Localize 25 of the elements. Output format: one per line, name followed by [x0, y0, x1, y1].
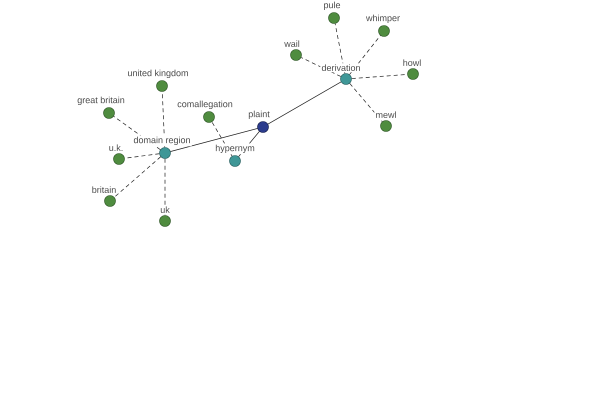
- node-label: wail: [284, 40, 300, 47]
- node-label: u.k.: [109, 144, 122, 151]
- node-label: howl: [403, 59, 421, 66]
- node-label: united kingdom: [128, 70, 188, 78]
- connector: [113, 116, 161, 150]
- connector: [349, 83, 383, 122]
- node-label: domain region: [134, 136, 190, 146]
- connector: [334, 23, 346, 74]
- node-label: plaint: [248, 110, 270, 120]
- node-label: uk: [160, 206, 170, 213]
- connector: [212, 122, 232, 156]
- node-label: whimper: [366, 14, 400, 24]
- connector: [268, 82, 342, 124]
- node-label: mewl: [376, 111, 396, 118]
- connector: [238, 131, 260, 157]
- node-label: great britain: [78, 96, 124, 106]
- connector: [170, 128, 258, 152]
- node-label: comallegation: [178, 100, 232, 110]
- connector: [349, 35, 381, 75]
- node-label: hypernym: [216, 144, 254, 154]
- node-label: derivation: [322, 64, 360, 71]
- connector: [114, 156, 161, 198]
- node-label: britain: [92, 186, 116, 193]
- connector: [300, 57, 342, 77]
- node-label: pule: [324, 2, 340, 10]
